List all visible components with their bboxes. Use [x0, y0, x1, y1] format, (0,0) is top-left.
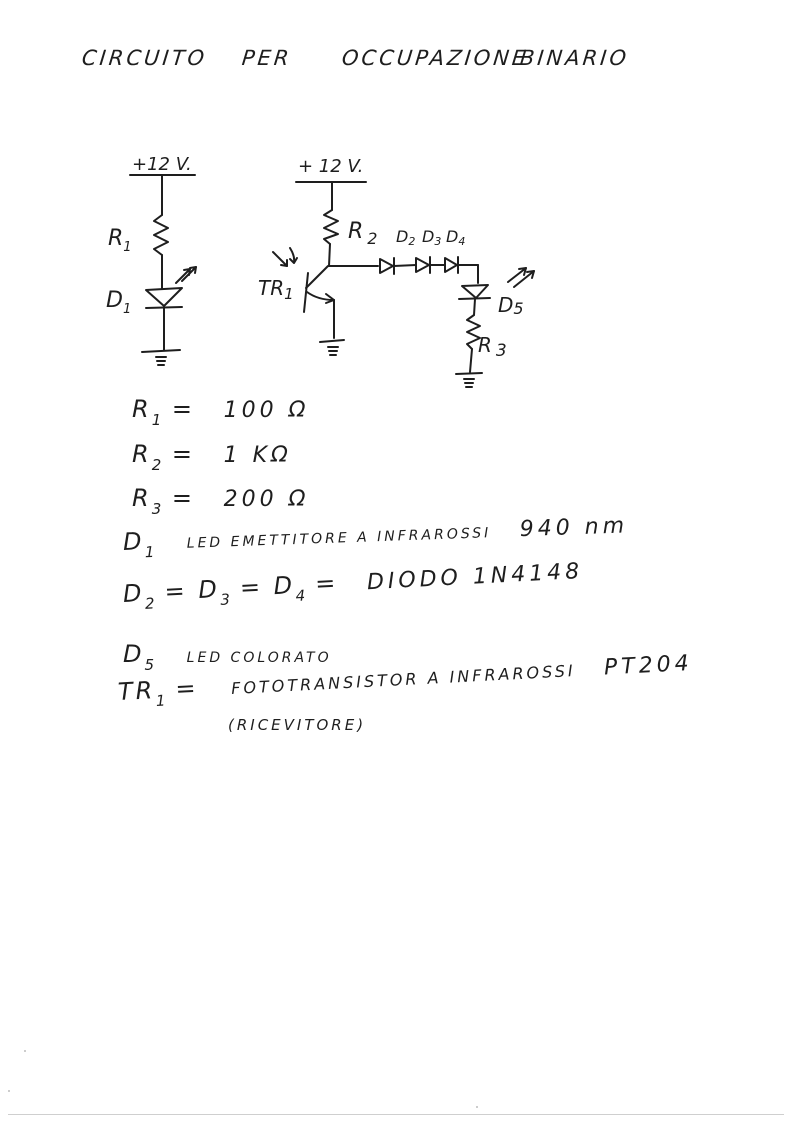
ground-right-symbol [455, 372, 483, 388]
label-d4: D4 [446, 227, 465, 248]
part-description: LED COLORATO [186, 650, 332, 666]
scan-speck [24, 1050, 26, 1052]
scan-speck [8, 1090, 10, 1092]
part-r1: R1 = 100 Ω [132, 395, 310, 429]
supply-label-left: +12 V. [132, 154, 192, 175]
part-sub: 3 [219, 590, 231, 609]
equals: = [314, 568, 340, 598]
part-ref: D [122, 527, 145, 556]
part-ref: R [132, 484, 152, 512]
label-d2: D2 [396, 227, 415, 248]
label-d5: D5 [498, 293, 524, 318]
part-sub: 4 [295, 586, 306, 605]
part-sub: 1 [151, 411, 162, 429]
equals: = [171, 484, 195, 512]
part-d5: D5 LED COLORATO [123, 640, 332, 674]
part-ref: D [272, 571, 296, 601]
part-sub: 2 [144, 594, 156, 613]
supply-label-right: + 12 V. [298, 156, 363, 177]
diode-d3-symbol [415, 256, 431, 274]
part-sub: 3 [151, 500, 162, 518]
part-ref: R [132, 440, 152, 468]
label-d1: D1 [106, 288, 131, 317]
ground-left-symbol [141, 349, 181, 366]
part-sub: 1 [144, 542, 155, 562]
part-ref: TR [117, 676, 157, 706]
part-sub: 1 [155, 691, 166, 711]
part-description: LED EMETTITORE A INFRAROSSI [186, 525, 492, 552]
resistor-r1-symbol [153, 214, 169, 256]
ground-tr1-symbol [319, 339, 345, 356]
equals: = [171, 440, 195, 468]
part-ref: D [197, 574, 221, 605]
part-d2-d3-d4: D2 = D3 = D4 = DIODO 1N4148 [122, 556, 584, 613]
equals: = [171, 395, 195, 423]
label-d3: D3 [422, 227, 441, 248]
part-value: 1 KΩ [223, 443, 292, 468]
phototransistor-tr1-symbol [272, 247, 335, 339]
diode-d4-symbol [444, 256, 459, 274]
equals: = [239, 572, 264, 602]
label-tr1: TR1 [258, 276, 294, 303]
part-value: 940 nm [519, 513, 629, 543]
part-ref: D [123, 640, 145, 668]
part-value: DIODO 1N4148 [366, 558, 584, 596]
part-sub: 5 [144, 656, 155, 674]
resistor-r2-symbol [323, 209, 339, 245]
part-r2: R2 = 1 KΩ [132, 440, 292, 474]
led-d5-symbol [458, 267, 535, 300]
led-d1-symbol [145, 266, 197, 309]
part-tr1-note: (RICEVITORE) [228, 716, 367, 734]
part-value: 100 Ω [223, 398, 310, 423]
part-d1: D1 LED EMETTITORE A INFRAROSSI 940 nm [122, 510, 629, 561]
equals: = [174, 673, 200, 703]
equals: = [163, 576, 189, 606]
left-circuit: +12 V. R1 D1 [106, 154, 197, 366]
part-sub: 2 [151, 456, 162, 474]
part-ref: R [132, 395, 152, 423]
label-r1: R1 [108, 226, 132, 255]
part-r3: R3 = 200 Ω [132, 484, 310, 518]
part-ref: D [122, 578, 146, 608]
scan-edge-line [8, 1114, 784, 1115]
part-value: PT204 [603, 650, 694, 681]
scan-speck [476, 1106, 478, 1108]
part-value: 200 Ω [223, 487, 310, 512]
resistor-r3-symbol [466, 314, 481, 350]
diode-d2-symbol [379, 257, 395, 275]
